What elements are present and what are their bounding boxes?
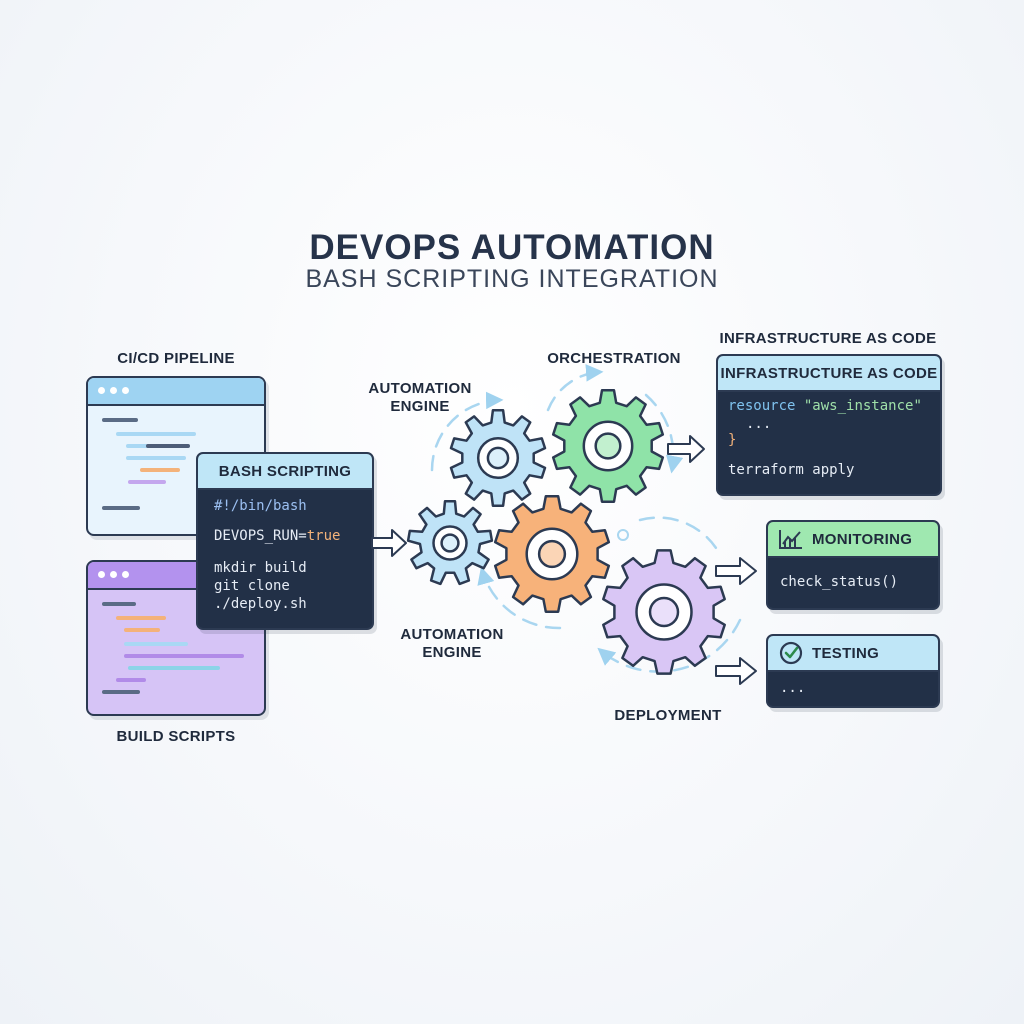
deployment-gear <box>602 549 726 675</box>
bash-cmd-git: git clone <box>214 578 290 594</box>
chart-icon <box>779 530 802 549</box>
iac-resource-line: resource "aws_instance" <box>728 398 922 414</box>
iac-panel: INFRASTRUCTURE AS CODE resource "aws_ins… <box>716 354 942 496</box>
iac-header: INFRASTRUCTURE AS CODE <box>718 356 940 392</box>
bash-variable-line: DEVOPS_RUN=true <box>214 528 340 544</box>
bash-var-name: DEVOPS_RUN= <box>214 528 307 544</box>
iac-ellipsis: ... <box>746 416 772 432</box>
iac-title-label: INFRASTRUCTURE AS CODE <box>719 330 937 347</box>
orchestration-label: ORCHESTRATION <box>547 350 681 367</box>
monitoring-panel: MONITORING check_status() <box>766 520 940 610</box>
testing-panel: TESTING ... <box>766 634 940 708</box>
monitoring-cmd: check_status() <box>780 574 899 590</box>
check-icon <box>779 641 803 665</box>
orchestration-gear <box>551 389 665 503</box>
bash-var-value: true <box>306 528 341 544</box>
automation-engine-label-top: AUTOMATION ENGINE <box>368 380 472 415</box>
testing-header: TESTING <box>812 644 880 662</box>
diagram-subtitle: BASH SCRIPTING INTEGRATION <box>305 265 719 293</box>
iac-keyword: resource <box>728 398 796 414</box>
diagram-title: DEVOPS AUTOMATION <box>309 228 715 267</box>
arrow-right-icon <box>715 557 757 585</box>
testing-cmd: ... <box>780 680 806 696</box>
arrow-right-icon <box>667 435 705 463</box>
deployment-label: DEPLOYMENT <box>614 707 722 724</box>
arrow-right-icon <box>715 657 757 685</box>
cicd-pipeline-label: CI/CD PIPELINE <box>117 350 235 367</box>
automation-gear-top <box>449 409 547 507</box>
build-scripts-label: BUILD SCRIPTS <box>116 728 236 745</box>
arrow-right-icon <box>371 529 407 557</box>
bash-scripting-panel: BASH SCRIPTING #!/bin/bash DEVOPS_RUN=tr… <box>196 452 374 630</box>
bash-shebang: #!/bin/bash <box>214 498 307 514</box>
automation-gear-center <box>493 495 611 613</box>
bash-scripting-header: BASH SCRIPTING <box>198 454 372 490</box>
automation-engine-label-bottom: AUTOMATION ENGINE <box>400 626 504 661</box>
iac-string: "aws_instance" <box>803 398 922 414</box>
iac-cmd: terraform apply <box>728 462 855 478</box>
bash-cmd-deploy: ./deploy.sh <box>214 596 307 612</box>
iac-brace: } <box>728 432 737 448</box>
small-gear <box>406 500 494 586</box>
monitoring-header: MONITORING <box>812 530 913 548</box>
bash-cmd-mkdir: mkdir build <box>214 560 307 576</box>
